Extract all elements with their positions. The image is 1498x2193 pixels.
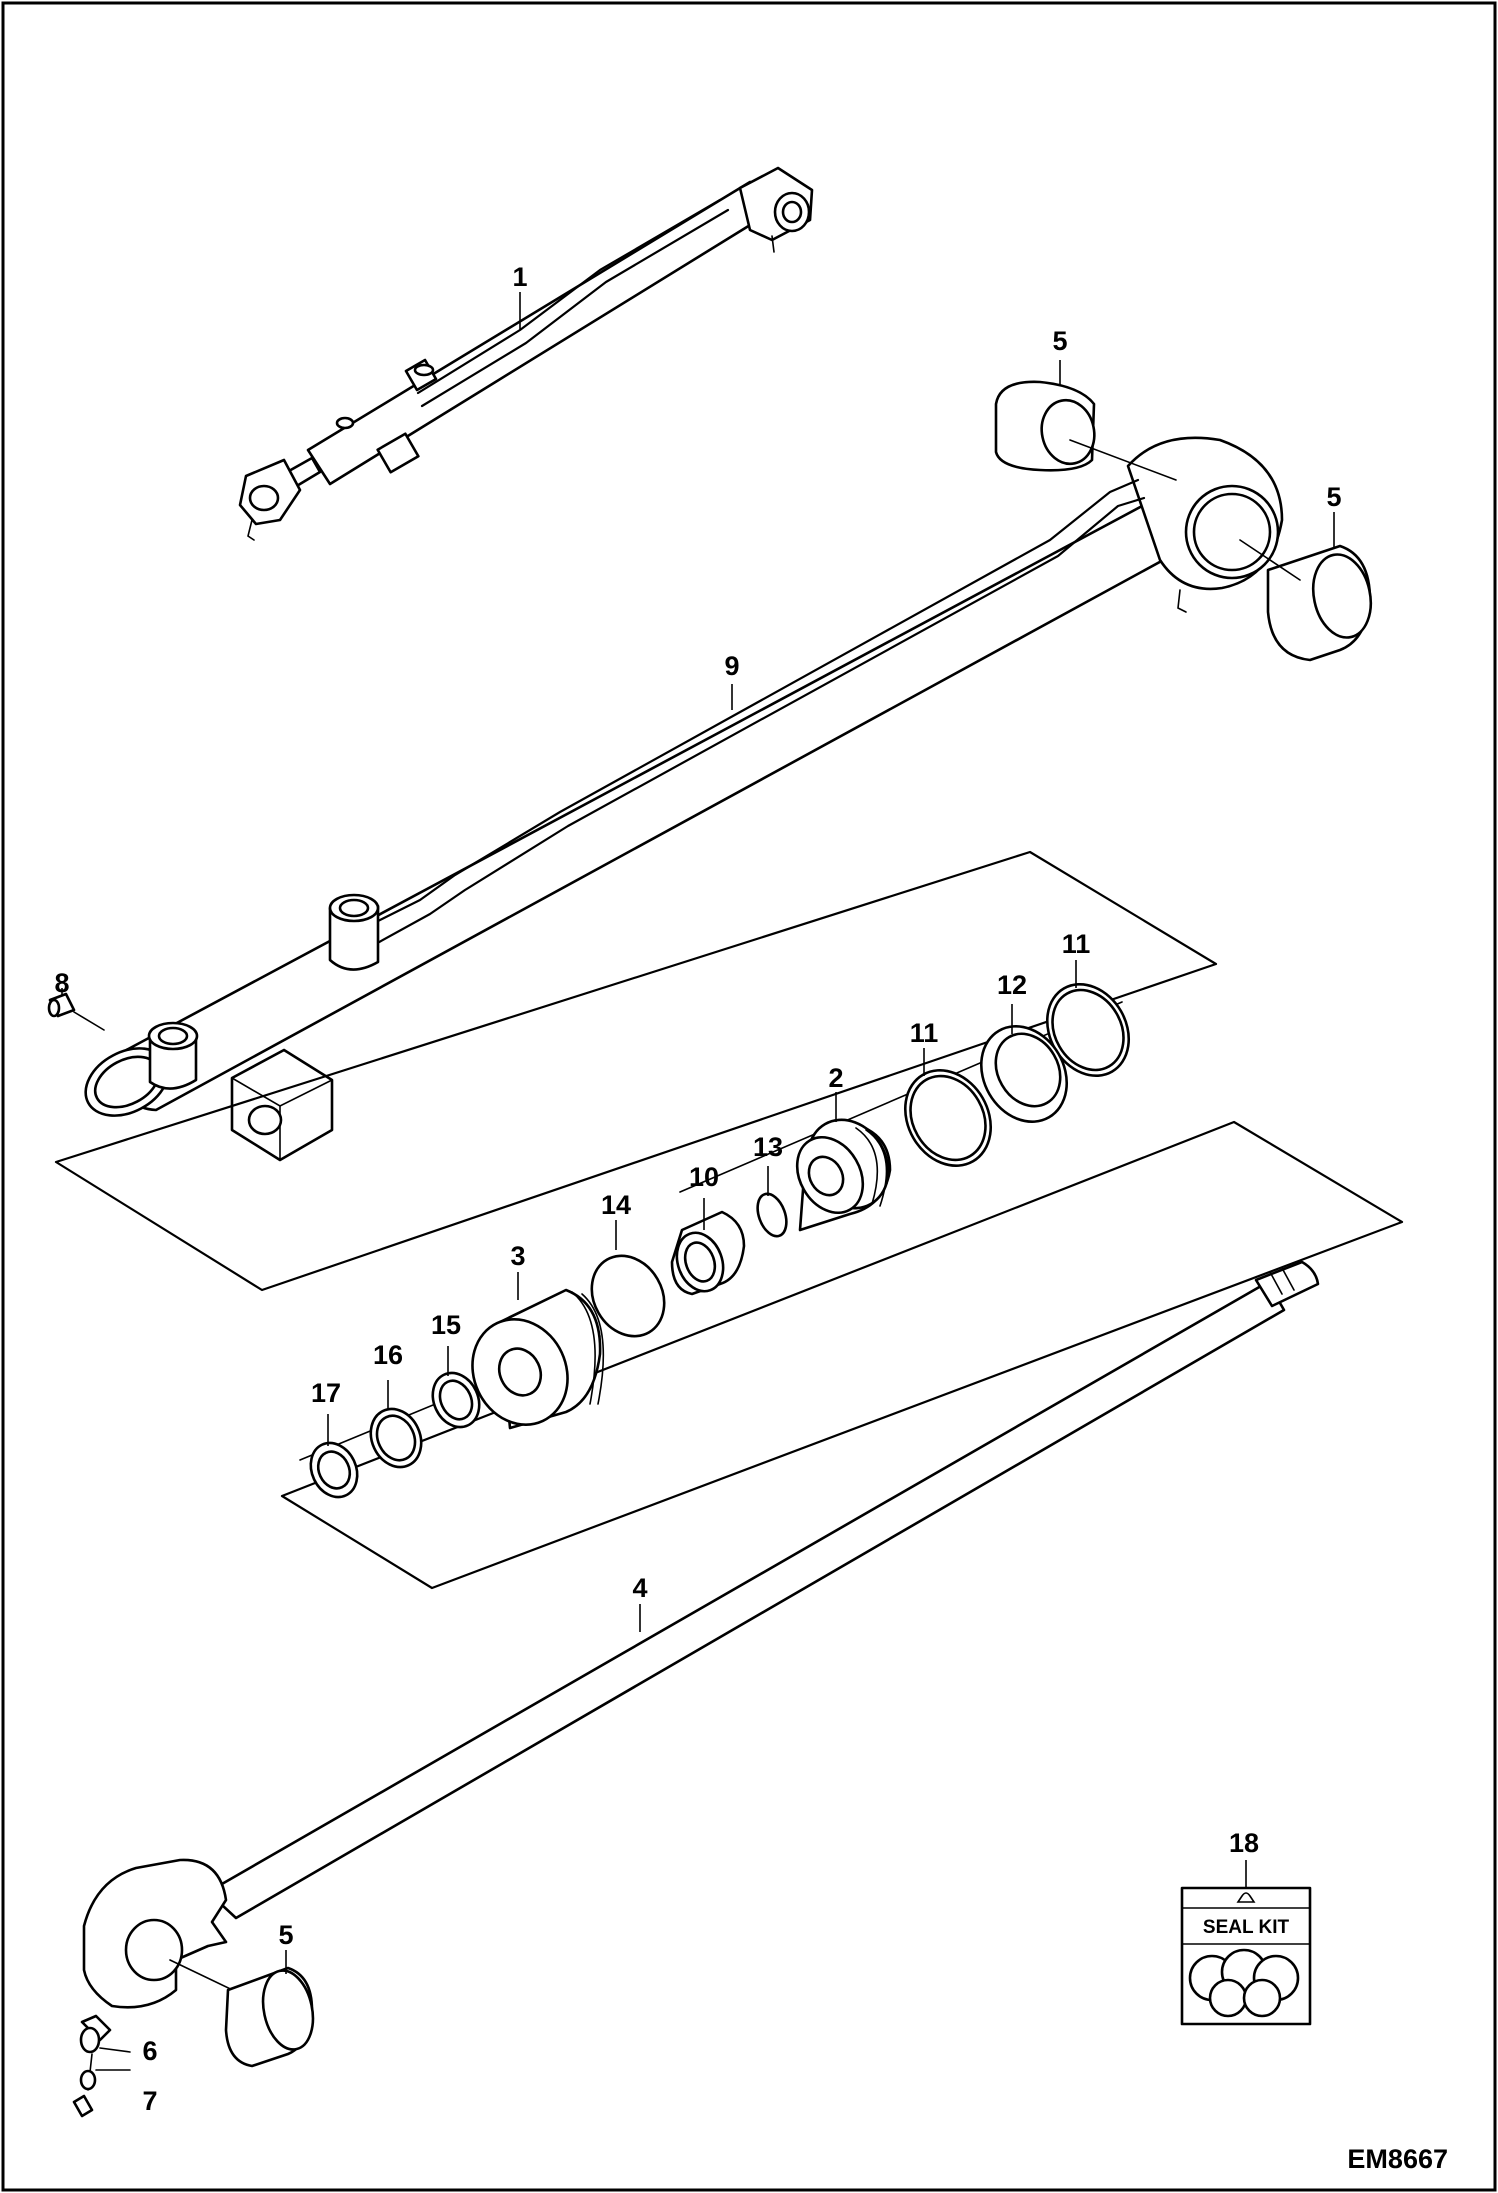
callout-11-right: 11 xyxy=(1062,929,1091,959)
o-rings-icon xyxy=(1188,1948,1300,2018)
piston-drawing xyxy=(795,1118,892,1232)
callout-7: 7 xyxy=(142,2086,157,2116)
callout-14: 14 xyxy=(601,1190,631,1220)
group-outline-piston xyxy=(54,850,1218,1292)
callout-5-top-left: 5 xyxy=(1052,326,1067,356)
seal-kit-label: SEAL KIT xyxy=(1203,1917,1290,1938)
callout-4: 4 xyxy=(632,1573,647,1603)
callout-6: 6 xyxy=(142,2036,157,2066)
rod-head-drawing xyxy=(471,1288,605,1430)
callout-8: 8 xyxy=(54,968,69,998)
grease-fitting-drawing xyxy=(79,2014,131,2054)
callout-9: 9 xyxy=(724,651,739,681)
figure-id: EM8667 xyxy=(1347,2144,1448,2174)
seal-left-drawing xyxy=(903,1069,993,1167)
rod-drawing xyxy=(82,1260,1320,2009)
callout-17: 17 xyxy=(311,1378,341,1408)
group-outline-head xyxy=(280,1120,1404,1590)
seal-kit-drawing: SEAL KIT xyxy=(1180,1860,1312,2026)
callout-15: 15 xyxy=(431,1310,461,1340)
callout-3: 3 xyxy=(510,1241,525,1271)
bushing-rod-end-drawing xyxy=(224,1966,315,2068)
backup-ring-drawing xyxy=(369,1407,423,1469)
callout-10: 10 xyxy=(689,1162,719,1192)
callout-1: 1 xyxy=(512,262,527,292)
leader-lines xyxy=(61,292,1335,1974)
callout-18: 18 xyxy=(1229,1828,1259,1858)
callout-2: 2 xyxy=(828,1063,843,1093)
callout-13: 13 xyxy=(753,1132,783,1162)
o-ring-small-drawing xyxy=(756,1192,788,1238)
bushing-top-left-drawing xyxy=(994,380,1177,481)
spacer-drawing xyxy=(670,1210,746,1296)
callout-16: 16 xyxy=(373,1340,403,1370)
callout-11-left: 11 xyxy=(910,1018,939,1048)
rod-seal-drawing xyxy=(431,1371,481,1429)
callout-12: 12 xyxy=(997,970,1027,1000)
dust-cap-drawing xyxy=(72,2053,131,2118)
bushing-top-right-drawing xyxy=(1239,539,1373,662)
cylinder-assembly-drawing xyxy=(238,166,814,541)
barrel-drawing xyxy=(84,436,1284,1162)
wear-ring-drawing xyxy=(979,1025,1069,1123)
o-ring-head-drawing xyxy=(590,1254,666,1338)
callouts: 1 2 3 4 5 5 5 6 7 8 9 10 11 11 12 13 14 … xyxy=(54,262,1341,2116)
callout-5-rod-end: 5 xyxy=(278,1920,293,1950)
wiper-drawing xyxy=(309,1441,359,1499)
plug-drawing xyxy=(47,992,105,1031)
callout-5-top-right: 5 xyxy=(1326,482,1341,512)
